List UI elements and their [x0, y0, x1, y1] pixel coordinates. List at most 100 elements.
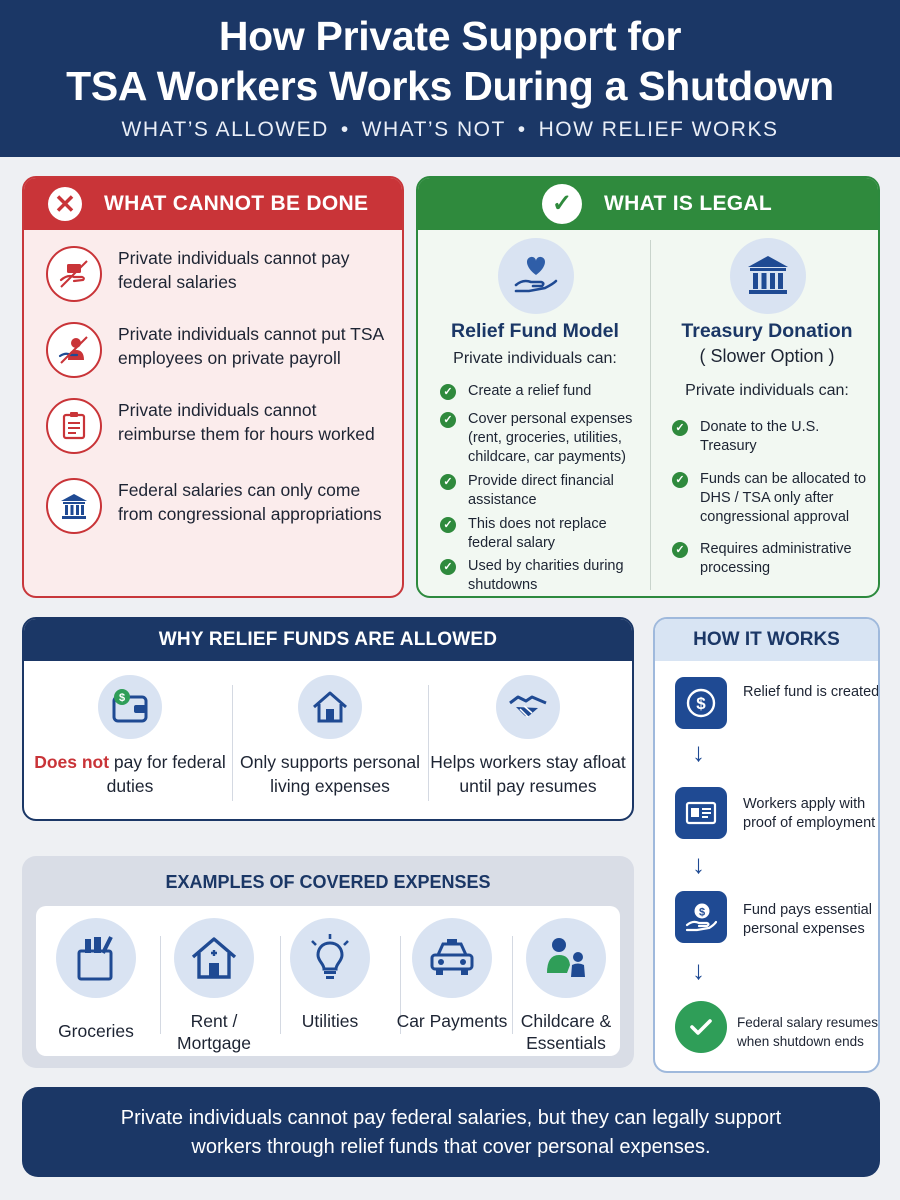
examples-divider	[280, 936, 281, 1034]
check-icon: ✓	[440, 559, 456, 575]
examples-divider	[400, 936, 401, 1034]
treasury-intro: Private individuals can:	[685, 382, 849, 399]
subtitle-allowed: WHAT’S ALLOWED	[121, 118, 329, 141]
treasury-check-text: Requires administrative processing	[700, 541, 852, 576]
check-circle-icon	[675, 1001, 727, 1053]
why-emphasis: Does not	[34, 752, 110, 772]
hand-money-prohibited-icon	[46, 246, 102, 302]
check-icon: ✓	[440, 517, 456, 533]
subtitle-not: WHAT’S NOT	[361, 118, 506, 141]
down-arrow-icon: ↓	[692, 849, 705, 879]
grocery-bag-icon	[56, 918, 136, 998]
legal-header: ✓ WHAT IS LEGAL	[418, 178, 878, 230]
cannot-header: ✕ WHAT CANNOT BE DONE	[24, 178, 402, 230]
why-title: WHY RELIEF FUNDS ARE ALLOWED	[24, 619, 632, 661]
relief-fund-column: Relief Fund Model Private individuals ca…	[422, 234, 648, 596]
cannot-title: WHAT CANNOT BE DONE	[104, 192, 369, 215]
cannot-item: Federal salaries can only come from cong…	[46, 476, 386, 536]
why-divider	[232, 685, 233, 801]
handshake-icon	[496, 675, 560, 739]
subtitle-separator: •	[517, 118, 527, 141]
examples-panel: EXAMPLES OF COVERED EXPENSES Groceries R…	[22, 856, 634, 1068]
car-icon	[412, 918, 492, 998]
header-banner: How Private Support for TSA Workers Work…	[0, 0, 900, 157]
why-divider	[428, 685, 429, 801]
how-step: Workers apply with proof of employment	[675, 787, 875, 847]
person-payroll-prohibited-icon	[46, 322, 102, 378]
how-step-text: Fund pays essential personal expenses	[743, 902, 872, 937]
treasury-check-text: Donate to the U.S. Treasury	[700, 419, 820, 454]
cannot-panel: ✕ WHAT CANNOT BE DONE Private individual…	[22, 176, 404, 598]
dollar-coin-icon: $	[675, 677, 727, 729]
relief-check-text: Create a relief fund	[468, 383, 592, 399]
expense-label: Groceries	[58, 1021, 134, 1041]
examples-divider	[512, 936, 513, 1034]
why-panel: WHY RELIEF FUNDS ARE ALLOWED $ Does not …	[22, 617, 634, 821]
subtitle-relief: HOW RELIEF WORKS	[538, 118, 779, 141]
expense-label: Utilities	[301, 1011, 359, 1031]
check-icon: ✓	[440, 474, 456, 490]
footer-line2: workers through relief funds that cover …	[191, 1136, 711, 1158]
cannot-item: Private individuals cannot reimburse the…	[46, 396, 386, 456]
page-title-line1: How Private Support for	[218, 13, 682, 59]
why-item-rest: pay for federal duties	[106, 752, 226, 796]
check-icon: ✓	[672, 542, 688, 558]
cannot-item-text: Federal salaries can only come from cong…	[118, 480, 382, 524]
relief-check-text: Cover personal expenses (rent, groceries…	[468, 411, 633, 465]
how-panel: HOW IT WORKS $ Relief fund is created ↓ …	[653, 617, 880, 1073]
how-step-text: Relief fund is created	[743, 684, 880, 700]
parent-child-icon	[526, 918, 606, 998]
expense-label: Childcare & Essentials	[520, 1011, 612, 1053]
expense-label: Rent / Mortgage	[177, 1011, 251, 1053]
wallet-icon: $	[98, 675, 162, 739]
how-step-text: Federal salary resumes when shutdown end…	[737, 1015, 879, 1049]
why-item-text: Does not pay for federal duties	[30, 750, 230, 798]
cannot-item-text: Private individuals cannot reimburse the…	[118, 400, 375, 444]
cannot-item: Private individuals cannot put TSA emplo…	[46, 320, 386, 380]
down-arrow-icon: ↓	[692, 955, 705, 985]
treasury-title: Treasury Donation	[681, 320, 853, 342]
check-icon: ✓	[672, 420, 688, 436]
page-title-line2: TSA Workers Works During a Shutdown	[66, 63, 834, 109]
relief-fund-intro: Private individuals can:	[453, 350, 617, 367]
legal-title: WHAT IS LEGAL	[604, 192, 772, 215]
svg-text:$: $	[119, 692, 125, 704]
relief-check-text: Provide direct financial assistance	[468, 473, 614, 508]
svg-text:$: $	[696, 694, 706, 713]
examples-divider	[160, 936, 161, 1034]
id-card-icon	[675, 787, 727, 839]
expense-label: Car Payments	[396, 1011, 508, 1031]
treasury-building-icon	[730, 238, 806, 314]
treasury-column: Treasury Donation ( Slower Option ) Priv…	[654, 234, 878, 596]
check-icon: ✓	[672, 472, 688, 488]
down-arrow-icon: ↓	[692, 737, 705, 767]
check-icon: ✓	[440, 412, 456, 428]
how-step: Federal salary resumes when shutdown end…	[675, 1001, 878, 1061]
footer-line1: Private individuals cannot pay federal s…	[120, 1107, 782, 1129]
legal-panel: ✓ WHAT IS LEGAL Relief Fund Model Privat…	[416, 176, 880, 598]
heart-hand-icon	[498, 238, 574, 314]
svg-text:$: $	[699, 907, 705, 919]
cannot-item: Private individuals cannot pay federal s…	[46, 244, 386, 304]
hand-dollar-icon: $	[675, 891, 727, 943]
treasury-subtitle: ( Slower Option )	[699, 346, 835, 366]
subtitle-separator: •	[340, 118, 350, 141]
relief-fund-title: Relief Fund Model	[451, 320, 619, 342]
how-title: HOW IT WORKS	[655, 619, 878, 661]
why-item-text: Only supports personal living expenses	[240, 752, 420, 796]
how-step-text: Workers apply with proof of employment	[743, 796, 876, 831]
treasury-check-text: Funds can be allocated to DHS / TSA only…	[700, 471, 867, 525]
house-icon	[298, 675, 362, 739]
column-divider	[650, 240, 651, 590]
how-step: $ Fund pays essential personal expenses	[675, 891, 875, 951]
check-icon: ✓	[440, 384, 456, 400]
how-step: $ Relief fund is created	[675, 677, 878, 737]
lightbulb-icon	[290, 918, 370, 998]
cannot-item-text: Private individuals cannot pay federal s…	[118, 248, 350, 292]
government-building-icon	[46, 478, 102, 534]
examples-title: EXAMPLES OF COVERED EXPENSES	[165, 872, 491, 892]
relief-check-text: This does not replace federal salary	[468, 516, 607, 551]
page-subtitle: WHAT’S ALLOWED • WHAT’S NOT • HOW RELIEF WOR…	[0, 118, 900, 142]
timesheet-prohibited-icon	[46, 398, 102, 454]
footer-banner: Private individuals cannot pay federal s…	[22, 1087, 880, 1177]
